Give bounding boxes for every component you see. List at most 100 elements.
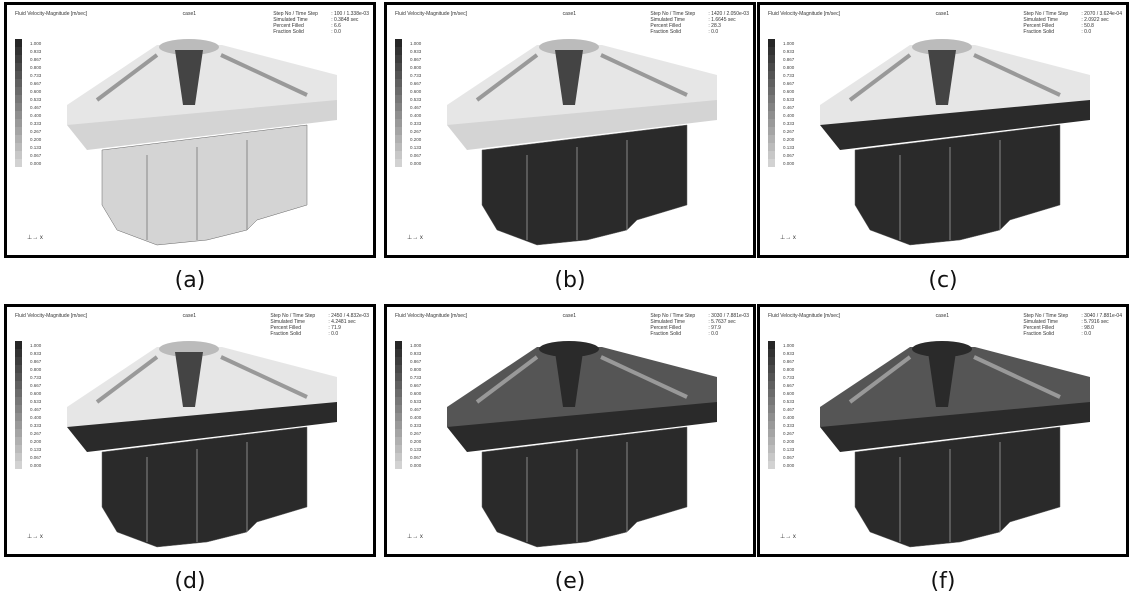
- legend-entry: 0.600: [15, 87, 41, 95]
- legend-value: 0.800: [30, 366, 42, 372]
- legend-swatch: [395, 429, 402, 437]
- legend-value: 0.067: [30, 454, 42, 460]
- legend-entry: 0.000: [768, 159, 794, 167]
- legend-swatch: [768, 397, 775, 405]
- info-label: Simulated Time: [650, 319, 685, 325]
- info-value: : 1.6645 sec: [708, 17, 736, 23]
- simulation-panel: Fluid Velocity-Magnitude [m/sec] case1 S…: [757, 304, 1129, 557]
- legend-swatch: [395, 437, 402, 445]
- legend-entry: 0.200: [15, 135, 41, 143]
- legend-swatch: [395, 63, 402, 71]
- legend-entry: 0.733: [768, 71, 794, 79]
- legend-swatch: [395, 381, 402, 389]
- legend-entry: 0.867: [15, 55, 41, 63]
- legend-value: 0.600: [30, 390, 42, 396]
- legend-swatch: [395, 87, 402, 95]
- legend-entry: 0.600: [395, 389, 421, 397]
- info-label: Simulated Time: [273, 17, 308, 23]
- legend-swatch: [768, 341, 775, 349]
- legend-swatch: [15, 397, 22, 405]
- legend-entry: 0.333: [395, 119, 421, 127]
- info-value: : 0.0: [331, 29, 341, 35]
- legend-swatch: [768, 151, 775, 159]
- legend-entry: 0.267: [768, 127, 794, 135]
- legend-value: 0.067: [783, 152, 795, 158]
- info-label: Fraction Solid: [1023, 29, 1054, 35]
- legend-swatch: [768, 461, 775, 469]
- legend-swatch: [15, 445, 22, 453]
- legend-value: 0.933: [410, 350, 422, 356]
- info-value: : 0.3848 sec: [331, 17, 359, 23]
- legend-value: 0.933: [783, 48, 795, 54]
- legend-value: 0.467: [783, 104, 795, 110]
- axis-triad-icon: ⊥→ x: [27, 534, 43, 540]
- legend-swatch: [395, 365, 402, 373]
- legend-value: 0.400: [410, 112, 422, 118]
- legend-swatch: [15, 95, 22, 103]
- axis-label: x: [419, 534, 423, 540]
- legend-value: 0.600: [410, 390, 422, 396]
- legend-value: 0.333: [410, 422, 422, 428]
- legend-entry: 0.133: [768, 143, 794, 151]
- legend-value: 0.400: [30, 112, 42, 118]
- legend-value: 0.467: [410, 406, 422, 412]
- legend-swatch: [15, 39, 22, 47]
- legend-value: 1.000: [410, 342, 422, 348]
- legend-swatch: [15, 453, 22, 461]
- legend-entry: 0.267: [395, 127, 421, 135]
- legend-value: 0.067: [30, 152, 42, 158]
- legend-swatch: [768, 39, 775, 47]
- legend-swatch: [395, 349, 402, 357]
- simulation-panel: Fluid Velocity-Magnitude [m/sec] case1 S…: [4, 2, 376, 258]
- info-label: Percent Filled: [1023, 23, 1054, 29]
- info-label: Step No / Time Step: [270, 313, 316, 319]
- legend-swatch: [395, 95, 402, 103]
- info-value: : 5.7637 sec: [708, 319, 736, 325]
- info-value: : 0.0: [328, 331, 339, 337]
- panel-label: (b): [554, 268, 586, 293]
- legend-entry: 0.933: [395, 349, 421, 357]
- legend-swatch: [395, 445, 402, 453]
- legend-value: 0.133: [783, 144, 795, 150]
- casting-model: [820, 341, 1090, 548]
- info-value: : 2070 / 3.624e-04: [1081, 11, 1122, 17]
- legend-swatch: [395, 341, 402, 349]
- legend-swatch: [15, 405, 22, 413]
- legend-swatch: [768, 389, 775, 397]
- legend-value: 0.667: [783, 382, 795, 388]
- legend-value: 0.933: [30, 350, 42, 356]
- legend-entry: 0.200: [768, 437, 794, 445]
- legend-entry: 0.067: [395, 453, 421, 461]
- panel-title: Fluid Velocity-Magnitude [m/sec]: [768, 313, 840, 319]
- legend-swatch: [768, 135, 775, 143]
- panel-label: (d): [174, 569, 206, 594]
- legend-value: 0.267: [30, 430, 42, 436]
- legend-swatch: [395, 103, 402, 111]
- legend-value: 0.267: [30, 128, 42, 134]
- info-value: : 5.7916 sec: [1081, 319, 1109, 325]
- legend-swatch: [15, 111, 22, 119]
- legend-swatch: [768, 111, 775, 119]
- legend-swatch: [395, 143, 402, 151]
- legend-value: 0.333: [783, 120, 795, 126]
- legend-swatch: [395, 357, 402, 365]
- legend-swatch: [395, 373, 402, 381]
- legend-swatch: [768, 143, 775, 151]
- legend-entry: 0.667: [15, 381, 41, 389]
- legend-swatch: [768, 95, 775, 103]
- legend-entry: 0.733: [15, 373, 41, 381]
- legend-entry: 0.533: [768, 95, 794, 103]
- info-value: : 3030 / 7.881e-03: [708, 313, 749, 319]
- legend-entry: 0.800: [395, 365, 421, 373]
- legend-value: 0.733: [783, 374, 795, 380]
- legend-value: 0.200: [30, 438, 42, 444]
- legend-entry: 0.133: [395, 143, 421, 151]
- legend-entry: 0.067: [15, 453, 41, 461]
- legend-value: 0.533: [30, 398, 42, 404]
- legend-value: 0.400: [410, 414, 422, 420]
- info-value: : 2.0922 sec: [1081, 17, 1109, 23]
